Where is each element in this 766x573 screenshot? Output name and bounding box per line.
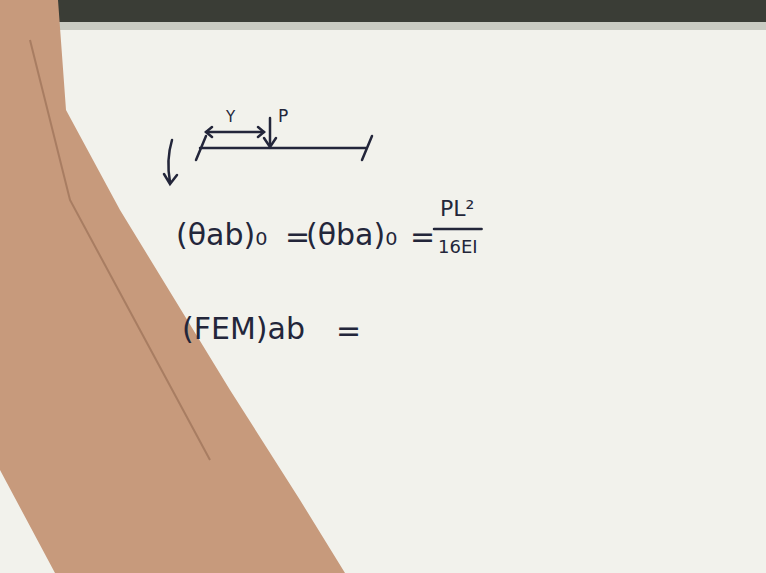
load-label: P	[278, 108, 288, 125]
moment-arrow	[164, 140, 177, 184]
left-support	[196, 136, 206, 160]
fem-term: (FEM)ab	[182, 314, 305, 344]
fraction-bar	[434, 228, 482, 231]
denominator: 16EI	[438, 238, 478, 256]
equals-sign: =	[410, 222, 435, 252]
load-arrow	[269, 118, 272, 146]
rotation-term: (θab)₀	[176, 220, 267, 250]
equals-sign: =	[336, 316, 361, 346]
arm-hair	[30, 40, 210, 460]
dimension-line	[206, 131, 264, 134]
load-head	[264, 138, 276, 147]
beam-sketch	[164, 118, 482, 229]
numerator: PL²	[440, 198, 474, 220]
top-edge	[0, 0, 766, 22]
rotation-term: (θba)₀	[306, 220, 397, 250]
beam	[200, 147, 366, 150]
dimension-label: Y	[226, 110, 235, 125]
right-support	[362, 136, 372, 160]
arm	[0, 0, 345, 573]
top-shadow	[0, 22, 766, 30]
dimension-heads	[206, 127, 264, 137]
